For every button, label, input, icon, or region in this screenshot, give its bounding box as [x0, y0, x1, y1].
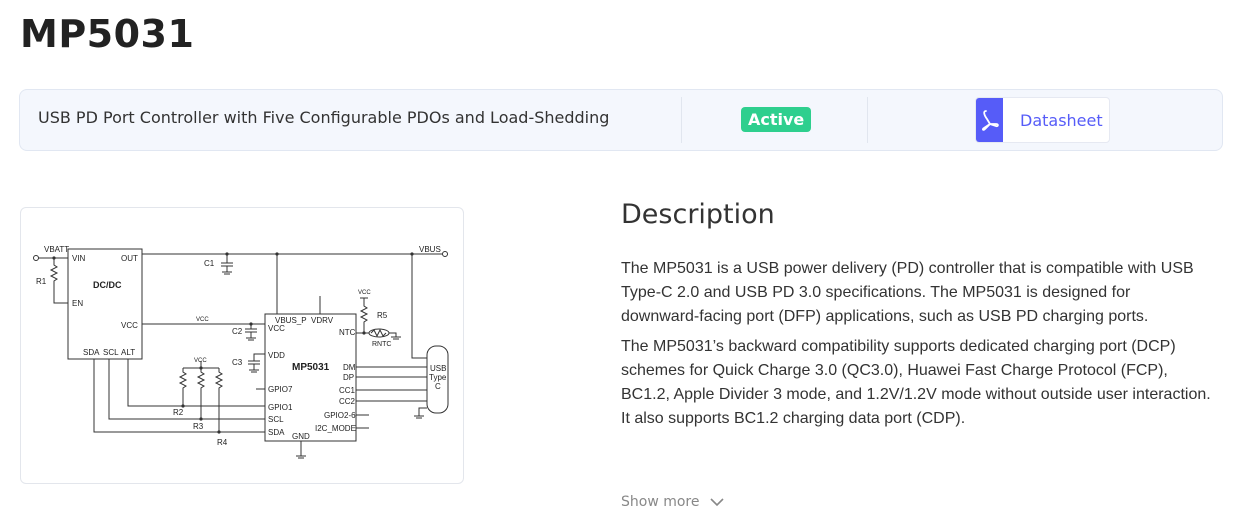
datasheet-button[interactable]: Datasheet — [975, 97, 1110, 143]
label-alt: ALT — [121, 348, 135, 357]
description-paragraph: The MP5031’s backward compatibility supp… — [621, 338, 1211, 427]
label-r4: R4 — [217, 438, 228, 447]
label-cc1: CC1 — [339, 386, 356, 395]
label-vcc-net: VCC — [194, 358, 207, 364]
label-dm: DM — [343, 363, 356, 372]
show-more-label: Show more — [621, 494, 700, 510]
status-badge: Active — [741, 107, 812, 132]
label-gpio1: GPIO1 — [268, 403, 293, 412]
label-ntc: NTC — [339, 328, 356, 337]
label-gpio2-6: GPIO2-6 — [324, 411, 356, 420]
label-dcdc: DC/DC — [93, 280, 122, 290]
label-sda: SDA — [83, 348, 100, 357]
label-i2c-mode: I2C_MODE — [315, 424, 356, 433]
label-gpio7: GPIO7 — [268, 385, 293, 394]
description-heading: Description — [621, 199, 775, 230]
divider — [681, 97, 682, 143]
label-rntc: RNTC — [372, 341, 391, 348]
label-vcc-net: VCC — [358, 290, 371, 296]
label-chip-sda: SDA — [268, 428, 285, 437]
label-scl: SCL — [103, 348, 119, 357]
label-c2: C2 — [232, 327, 243, 336]
label-usb-c: C — [435, 382, 441, 391]
typical-application-schematic: VBATT VBUS VIN OUT EN DC/DC VCC SDA SCL … — [20, 207, 464, 484]
pdf-icon — [976, 98, 1003, 142]
label-c3: C3 — [232, 358, 243, 367]
product-summary-bar: USB PD Port Controller with Five Configu… — [19, 89, 1223, 151]
show-more-button[interactable]: Show more — [621, 494, 724, 510]
chevron-down-icon — [709, 497, 724, 506]
label-vbatt: VBATT — [44, 245, 69, 254]
label-vdd: VDD — [268, 351, 285, 360]
label-chip-scl: SCL — [268, 415, 284, 424]
label-vbus: VBUS — [419, 245, 441, 254]
divider — [867, 97, 868, 143]
label-vdrv: VDRV — [311, 316, 334, 325]
label-vcc-pin: VCC — [121, 321, 138, 330]
product-subtitle: USB PD Port Controller with Five Configu… — [38, 108, 610, 127]
label-chip-vcc: VCC — [268, 324, 285, 333]
label-r2: R2 — [173, 408, 184, 417]
label-out: OUT — [121, 254, 138, 263]
label-cc2: CC2 — [339, 397, 356, 406]
label-r3: R3 — [193, 422, 204, 431]
label-dp: DP — [343, 373, 354, 382]
label-usb: USB — [430, 364, 446, 373]
label-vcc-net: VCC — [196, 317, 209, 323]
label-en: EN — [72, 299, 83, 308]
label-vbus-p: VBUS_P — [275, 316, 307, 325]
page-title: MP5031 — [20, 12, 195, 56]
label-vin: VIN — [72, 254, 86, 263]
label-r5: R5 — [377, 311, 388, 320]
description-text: The MP5031 is a USB power delivery (PD) … — [621, 257, 1211, 437]
label-usb-type: Type — [429, 373, 447, 382]
label-gnd: GND — [292, 432, 310, 441]
datasheet-label: Datasheet — [1020, 110, 1103, 130]
label-c1: C1 — [204, 259, 215, 268]
description-paragraph: The MP5031 is a USB power delivery (PD) … — [621, 260, 1194, 325]
label-r1: R1 — [36, 277, 47, 286]
label-chip: MP5031 — [292, 362, 330, 373]
